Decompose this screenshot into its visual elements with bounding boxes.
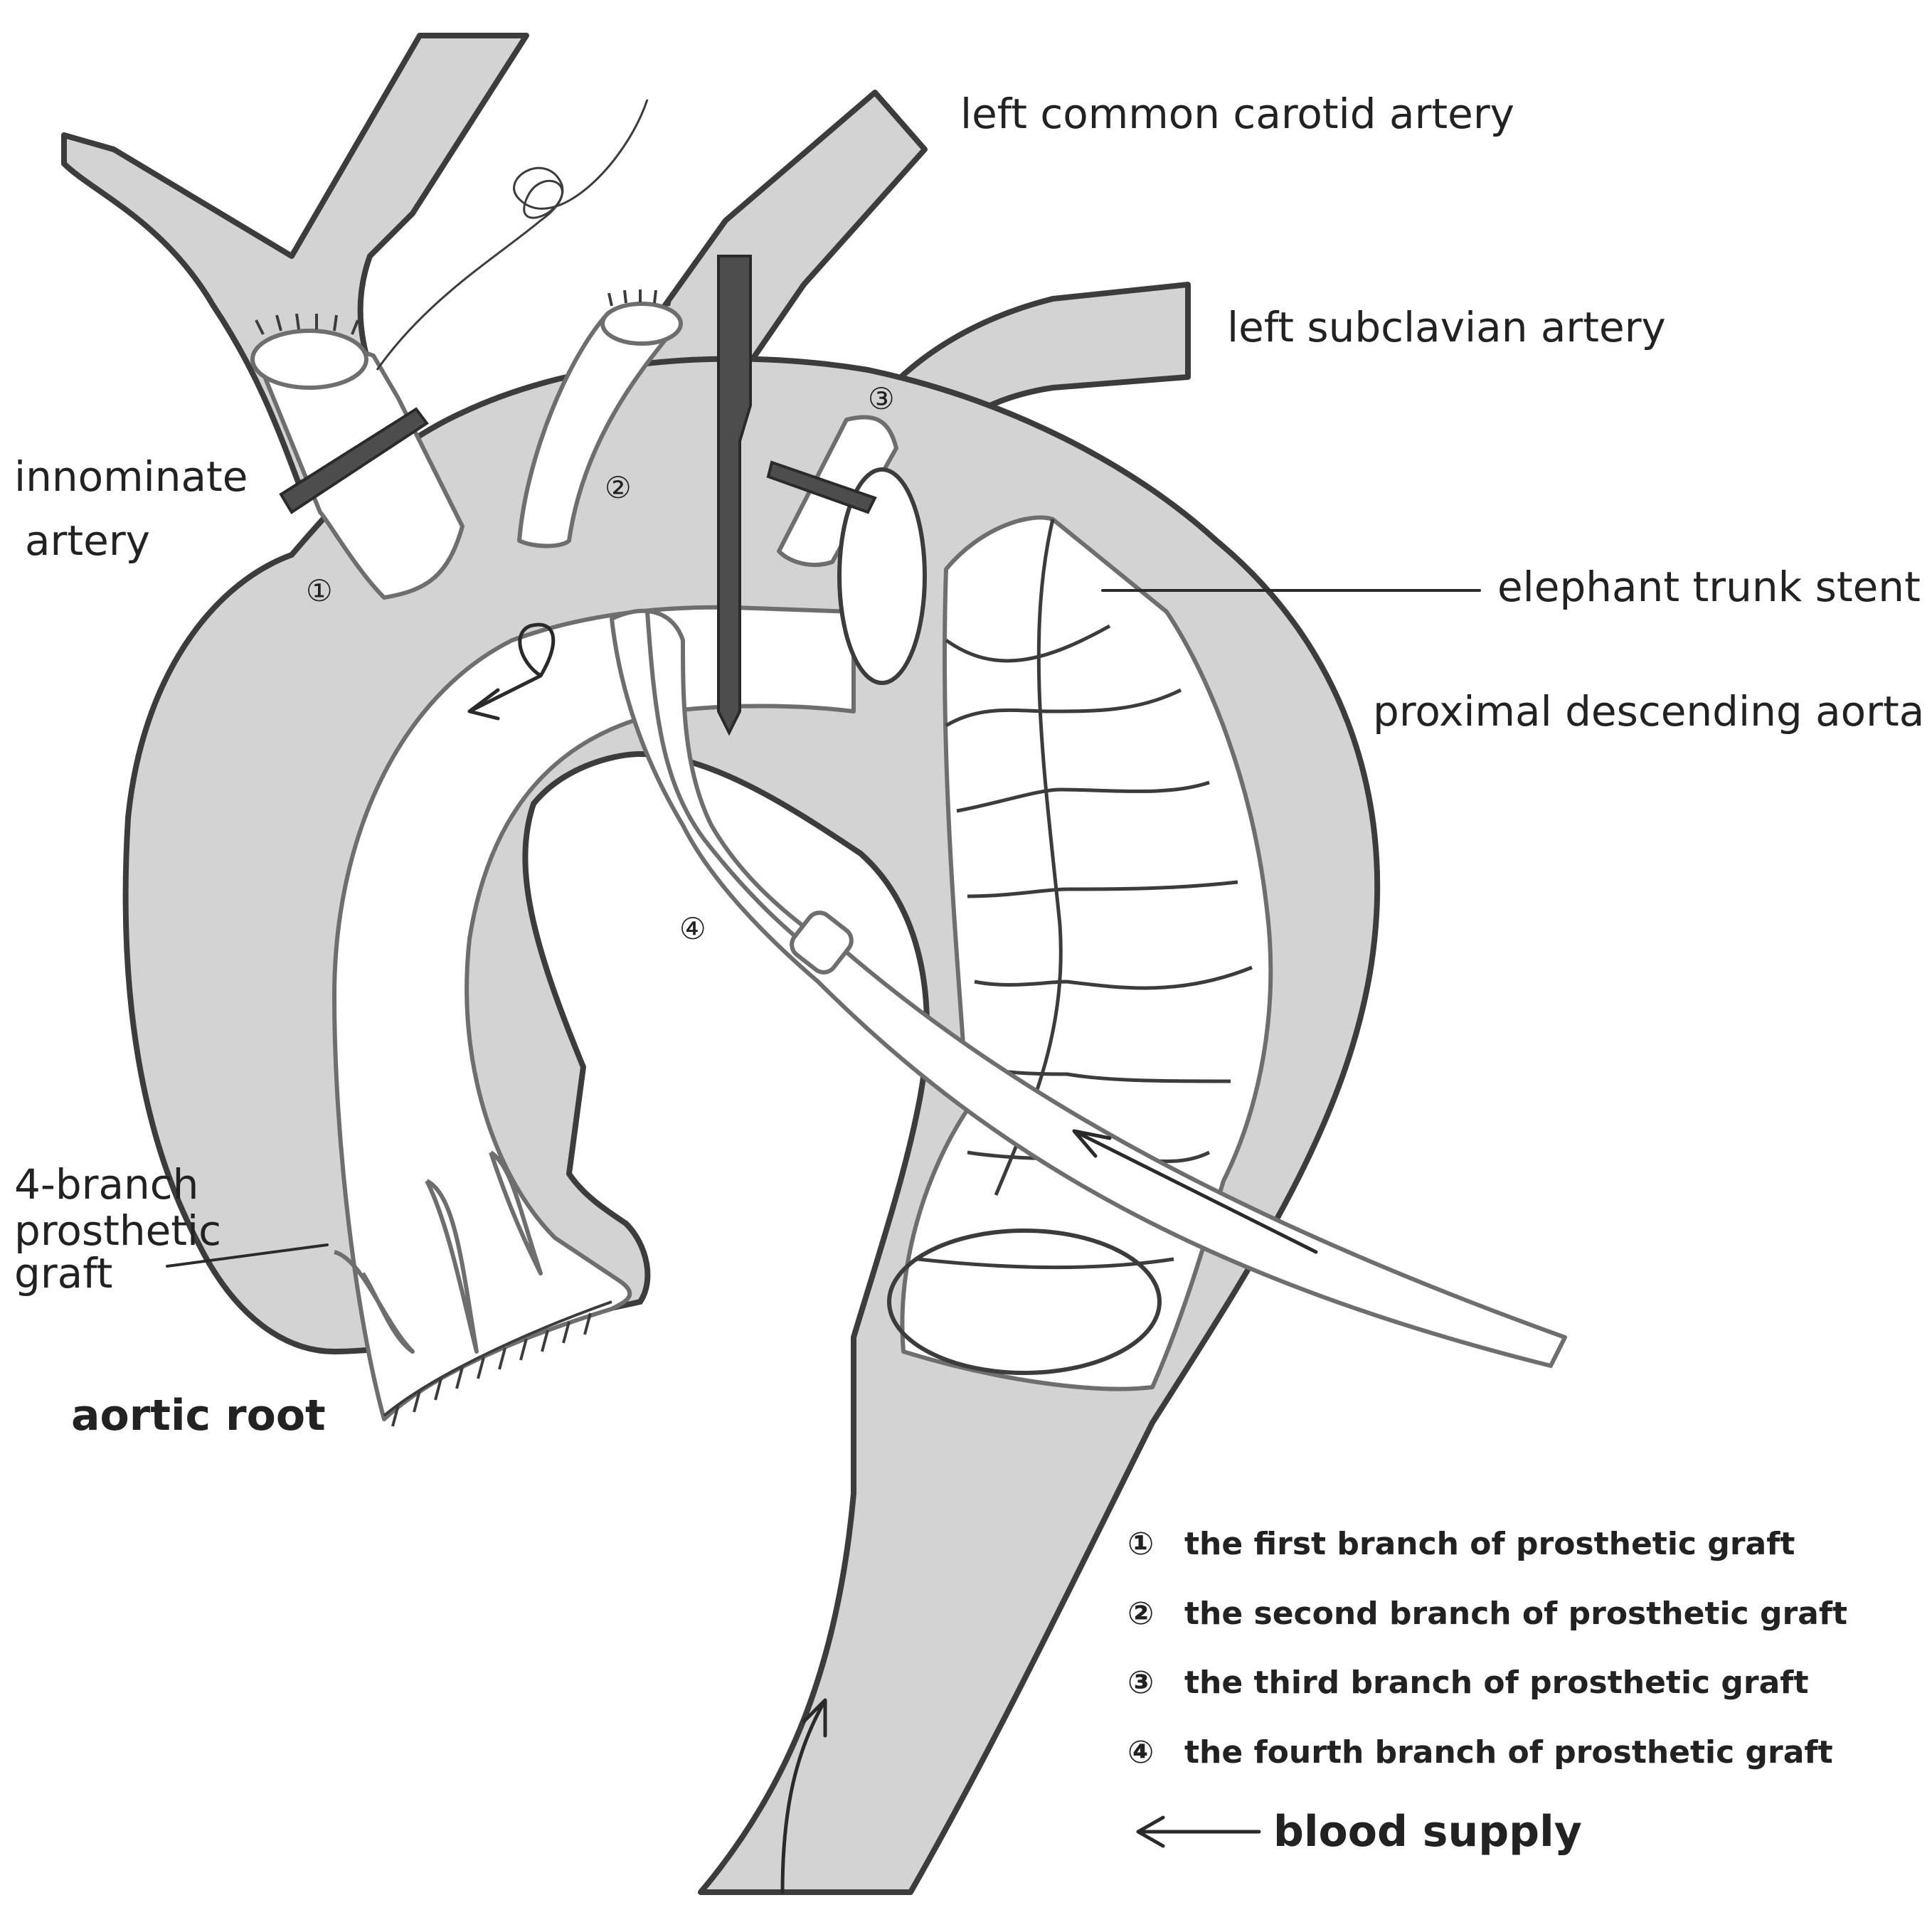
graft-branch-1-anastomosis: [250, 329, 368, 390]
label-proximal-descending: proximal descending aorta: [1373, 687, 1924, 736]
graft-commissure-1: [334, 1250, 415, 1354]
marker-4: ④: [679, 911, 706, 946]
clamp-innominate: [279, 407, 429, 514]
suture-thread: [376, 99, 649, 371]
legend-text-4: the fourth branch of prosthetic graft: [1184, 1734, 1833, 1771]
arrow-descending-flow: [780, 1698, 827, 1894]
clamp-lsa-branch: [766, 460, 877, 514]
graft-commissure-2: [425, 1179, 479, 1354]
graft-branch-2-anastomosis: [600, 302, 683, 346]
clamp-lcca: [717, 255, 752, 736]
label-aortic-root: aortic root: [71, 1391, 326, 1440]
legend-blood-supply: blood supply: [1273, 1807, 1582, 1857]
prosthetic-graft: [250, 302, 1567, 1421]
label-elephant-trunk: elephant trunk stent: [1497, 563, 1921, 611]
stent-cells: [917, 519, 1253, 1270]
legend-text-2: the second branch of prosthetic graft: [1184, 1596, 1847, 1632]
marker-2: ②: [605, 470, 632, 505]
stent-ring-top: [837, 467, 927, 685]
legend-symbol-1: ①: [1127, 1526, 1154, 1562]
label-graft-1: 4-branch: [14, 1160, 198, 1209]
innominate-artery: [61, 33, 529, 487]
flow-arrows: [166, 589, 1481, 1894]
legend-symbol-2: ②: [1127, 1596, 1154, 1632]
label-graft-3: graft: [14, 1249, 112, 1298]
graft-commissure-3: [489, 1150, 543, 1275]
label-lcca: left common carotid artery: [960, 90, 1514, 138]
left-common-carotid-artery: [616, 90, 928, 401]
label-graft-2: prosthetic: [14, 1206, 221, 1255]
label-innominate-1: innominate: [14, 452, 248, 501]
legend-text-3: the third branch of prosthetic graft: [1184, 1665, 1809, 1701]
sutures: [255, 99, 673, 1427]
arrow-graft-flow: [467, 622, 556, 721]
legend-symbol-3: ③: [1127, 1665, 1154, 1701]
labels: left common carotid artery left subclavi…: [14, 90, 1924, 1440]
graft-branch-4-inner: [645, 611, 827, 962]
legend-text-1: the first branch of prosthetic graft: [1184, 1526, 1795, 1562]
legend-arrow-icon: [1136, 1815, 1261, 1848]
graft-branch-4-tube: [610, 608, 1567, 1368]
arrow-branch4-flow: [1072, 1129, 1318, 1254]
leader-graft: [166, 1243, 329, 1268]
marker-1: ①: [306, 573, 333, 608]
stent-ring-bottom: [887, 1229, 1162, 1375]
root-suture-line: [383, 1300, 612, 1417]
marker-3: ③: [868, 381, 895, 416]
graft-branch-4-connector: [790, 911, 854, 975]
clamps: [279, 255, 877, 736]
legend: ① the first branch of prosthetic graft ②…: [1127, 1526, 1847, 1857]
label-lsa: left subclavian artery: [1227, 303, 1666, 351]
label-innominate-2: artery: [25, 516, 150, 565]
legend-symbol-4: ④: [1127, 1734, 1154, 1771]
